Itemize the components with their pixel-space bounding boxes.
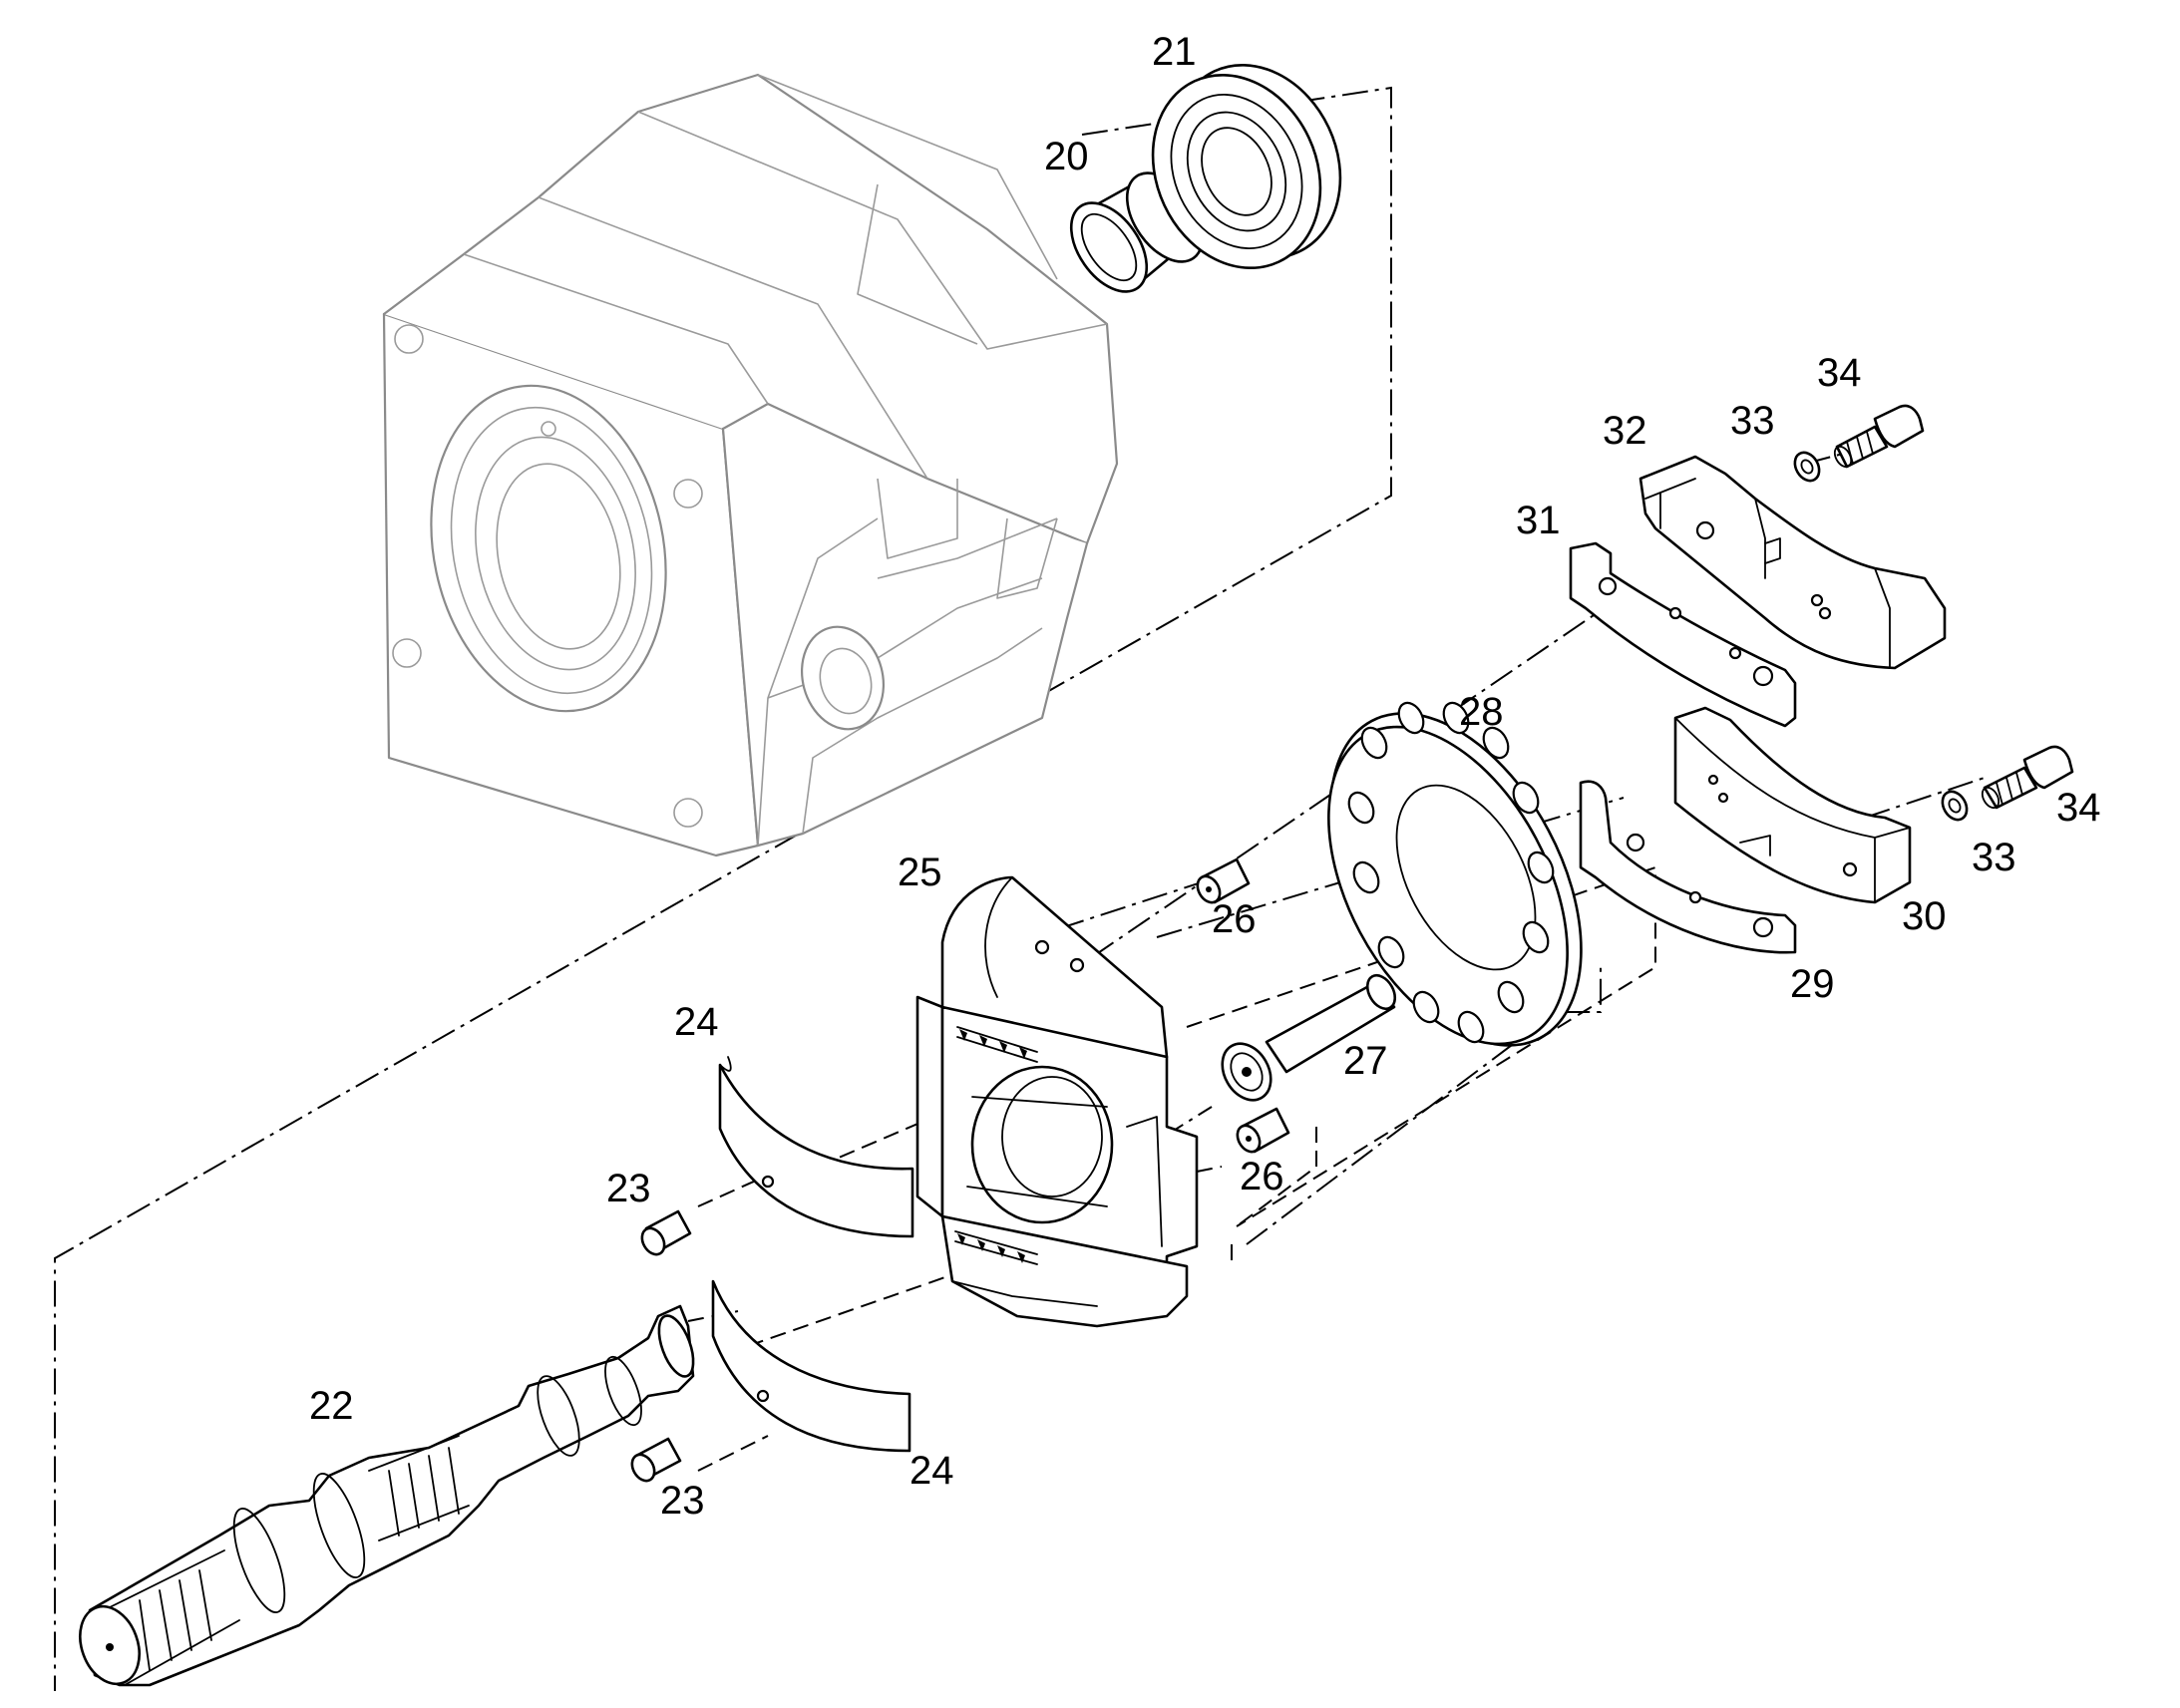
part-30-bracket — [1673, 706, 1912, 904]
callout-33-upper: 33 — [1730, 399, 1775, 443]
callout-26-upper: 26 — [1212, 897, 1257, 941]
part-31-shim — [1569, 541, 1797, 728]
callout-29: 29 — [1790, 962, 1835, 1006]
part-27-piston-rod — [1221, 973, 1397, 1102]
callout-34-upper: 34 — [1817, 351, 1862, 395]
part-23-pin-upper — [640, 1209, 692, 1256]
callout-34-lower: 34 — [2056, 786, 2101, 830]
pump-housing — [382, 73, 1119, 857]
callout-24-upper: 24 — [674, 1000, 719, 1044]
callout-33-lower: 33 — [1972, 836, 2016, 879]
part-24-shell-lower — [711, 1279, 911, 1453]
part-34-screw-lower — [1981, 745, 2074, 810]
part-29-shim — [1579, 780, 1797, 954]
part-26-pin-upper — [1196, 857, 1251, 904]
part-28-retaining-plate — [1327, 701, 1583, 1047]
part-33-washer-lower — [1941, 790, 1969, 822]
plate-holes — [1347, 701, 1555, 1044]
part-24-shell-upper — [718, 1056, 914, 1238]
part-34-screw-upper — [1833, 404, 1925, 469]
part-23-pin-lower — [630, 1437, 682, 1483]
callout-21: 21 — [1152, 30, 1197, 74]
callout-25: 25 — [898, 851, 942, 894]
part-26-pin-lower — [1236, 1107, 1290, 1154]
part-22-drive-shaft — [79, 1304, 695, 1687]
callout-28: 28 — [1459, 690, 1504, 734]
callout-22: 22 — [309, 1384, 354, 1428]
part-32-bracket — [1638, 455, 1947, 670]
callout-27: 27 — [1343, 1039, 1388, 1083]
callout-24-lower: 24 — [909, 1449, 954, 1493]
callout-20: 20 — [1044, 135, 1089, 178]
callout-32: 32 — [1603, 409, 1647, 453]
callout-23-upper: 23 — [606, 1167, 651, 1210]
callout-31: 31 — [1516, 499, 1561, 542]
part-25-swash-plate — [915, 875, 1199, 1328]
callout-labels: 20 21 22 23 23 24 24 25 26 26 27 28 29 3… — [309, 30, 2101, 1523]
part-21-bearing — [1151, 63, 1342, 270]
callout-26-lower: 26 — [1240, 1155, 1284, 1198]
callout-23-lower: 23 — [660, 1479, 705, 1523]
callout-30: 30 — [1902, 894, 1947, 938]
part-33-washer-upper — [1793, 451, 1821, 483]
